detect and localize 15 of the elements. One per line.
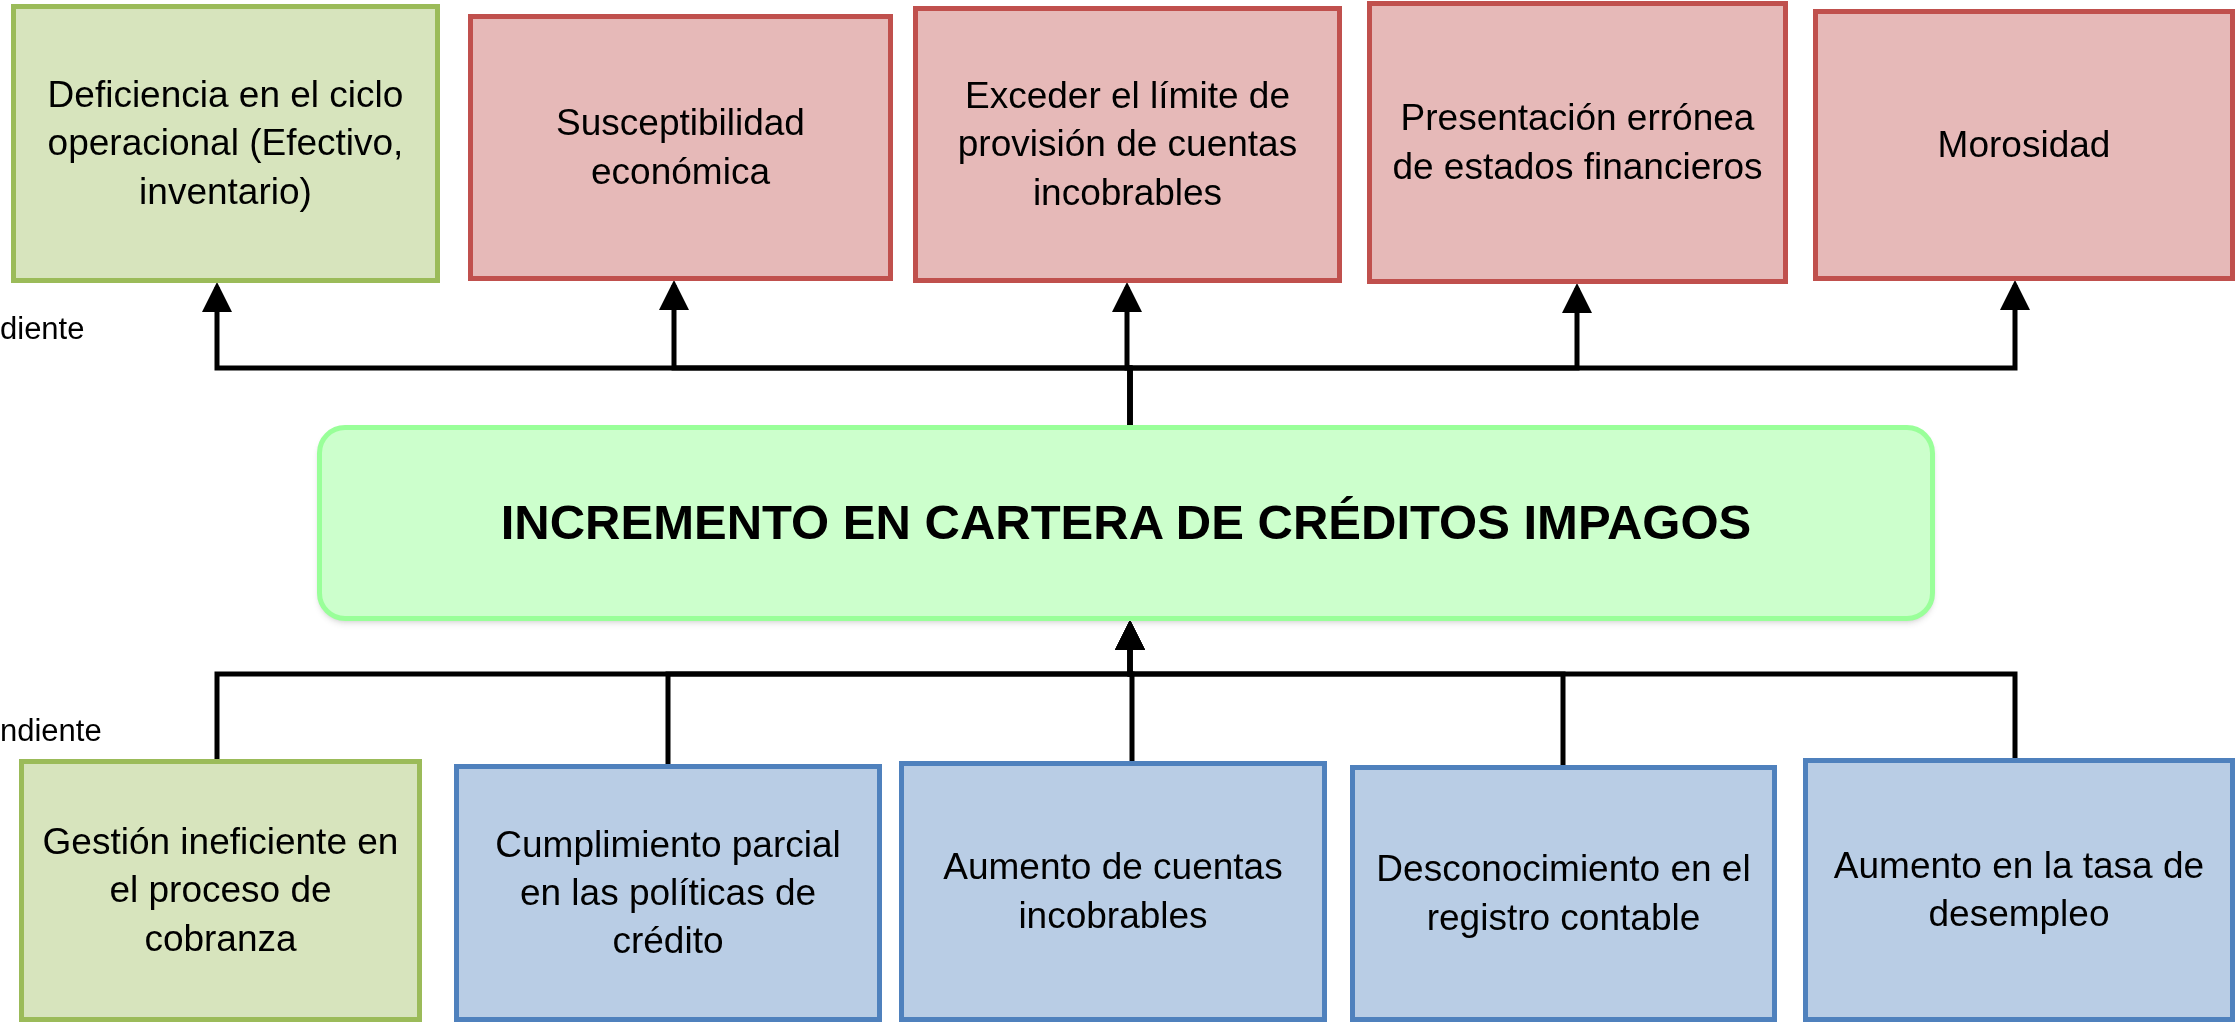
arrow: [1127, 280, 2030, 425]
factor-box: Morosidad: [1813, 9, 2235, 281]
factor-box: Susceptibilidad económica: [468, 14, 893, 281]
factor-box: Aumento de cuentas incobrables: [899, 761, 1327, 1022]
factor-box: Gestión ineficiente en el proceso de cobranza: [19, 759, 422, 1022]
factor-box: Cumplimiento parcial en las políticas de crédito: [454, 764, 882, 1022]
factor-box: Deficiencia en el ciclo operacional (Efectivo, inventario): [11, 4, 440, 283]
problem-box: INCREMENTO EN CARTERA DE CRÉDITOS IMPAGOS: [317, 425, 1935, 621]
factor-box: Aumento en la tasa de desempleo: [1803, 758, 2235, 1022]
side-label: diente: [0, 310, 85, 348]
side-label: ndiente: [0, 712, 102, 750]
factor-box: Presentación errónea de estados financieros: [1367, 1, 1788, 284]
factor-box: Desconocimiento en el registro contable: [1350, 765, 1777, 1022]
arrow: [1115, 620, 2018, 758]
factor-box: Exceder el límite de provisión de cuentas incobrables: [913, 6, 1342, 283]
